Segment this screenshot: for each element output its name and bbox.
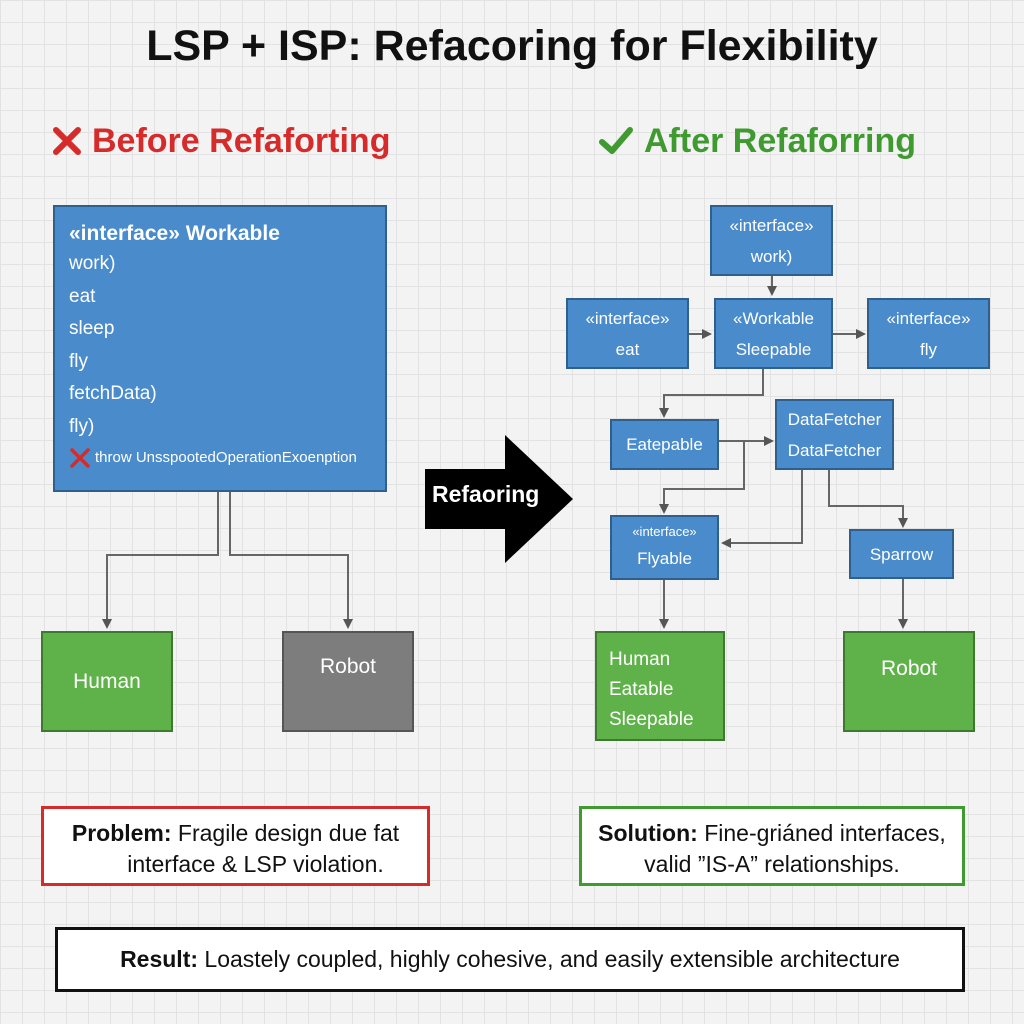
fat-workable-interface: «interface» Workable work) eat sleep fly…	[53, 205, 387, 492]
work-interface-box: «interface» work)	[710, 205, 833, 276]
datafetcher-to-flyable-side-connector	[721, 470, 803, 548]
fat-interface-title: «interface» Workable	[69, 222, 280, 245]
datafetcher-box: DataFetcher DataFetcher	[775, 399, 894, 470]
interface-name: eat	[615, 339, 640, 359]
stereotype-label: «interface»	[886, 308, 971, 328]
cross-icon	[70, 448, 90, 468]
class-name: Robot	[880, 657, 938, 680]
before-robot-box: Robot	[282, 631, 414, 732]
solution-text-2: valid ”IS-A” relationships.	[644, 851, 900, 877]
before-header-label: Before Refaforting	[92, 122, 391, 160]
method-item: fly)	[69, 415, 95, 437]
refactoring-arrow-icon	[425, 435, 573, 563]
page-title: LSP + ISP: Refacoring for Flexibility	[146, 22, 878, 70]
interface-name: Flyable	[637, 549, 692, 568]
after-robot-box: Robot	[843, 631, 975, 732]
robot-label: Robot	[319, 655, 377, 678]
problem-note: Problem: Fragile design due fat interfac…	[41, 806, 430, 886]
interface-name: «Workable	[733, 308, 814, 328]
solution-note: Solution: Fine-griáned interfaces, valid…	[579, 806, 965, 886]
after-header: After Refaforring	[598, 122, 916, 161]
workable-sleepable-box: «Workable Sleepable	[714, 298, 833, 369]
interface-name: Sleepable	[735, 339, 812, 359]
solution-label: Solution:	[598, 820, 698, 846]
stereotype-label: «interface»	[632, 524, 697, 539]
before-human-box: Human	[41, 631, 173, 732]
method-item: work)	[69, 253, 116, 274]
class-name: Human	[609, 649, 671, 670]
method-item: fly	[69, 350, 88, 372]
eat-interface-box: «interface» eat	[566, 298, 689, 369]
interface-name: DataFetcher	[787, 409, 882, 429]
problem-label: Problem:	[71, 820, 172, 846]
class-name: Sleepable	[609, 709, 694, 730]
result-text: Loastely coupled, highly cohesive, and e…	[198, 946, 900, 972]
exception-text: throw UnsspootedOperationExoenption	[95, 449, 357, 466]
problem-text: Fragile design due fat	[171, 820, 400, 846]
check-icon	[599, 127, 633, 154]
class-name: Eatable	[609, 679, 674, 700]
result-label: Result:	[120, 946, 199, 972]
datafetcher-to-flyable-connector	[659, 441, 745, 514]
method-item: fetchData)	[69, 383, 157, 404]
before-header: Before Refaforting	[52, 122, 390, 161]
interface-name: Eatepable	[626, 435, 703, 454]
refactoring-arrow-label: Refaoring	[432, 481, 540, 507]
flyable-interface-box: «interface» Flyable	[610, 515, 719, 580]
interface-name: DataFetcher	[787, 440, 882, 460]
after-header-label: After Refaforring	[644, 122, 917, 160]
human-label: Human	[73, 669, 141, 693]
after-human-box: Human Eatable Sleepable	[595, 631, 725, 741]
sparrow-box: Sparrow	[849, 529, 954, 579]
method-item: eat	[69, 285, 96, 307]
human-connector	[102, 492, 219, 629]
interface-name: work)	[750, 246, 793, 266]
result-banner: Result: Loastely coupled, highly cohesiv…	[55, 927, 965, 992]
cross-icon	[53, 127, 81, 155]
fly-interface-box: «interface» fly	[867, 298, 990, 369]
stereotype-label: «interface»	[585, 308, 670, 328]
solution-text: Fine-griáned interfaces,	[697, 820, 946, 846]
interface-name: fly	[920, 339, 937, 359]
robot-connector	[229, 492, 353, 629]
stereotype-label: «interface»	[729, 215, 814, 235]
workable-to-eatepable-connector	[659, 369, 764, 418]
exception-line: throw UnsspootedOperationExoenption	[69, 443, 371, 473]
datafetcher-to-sparrow-connector	[828, 470, 908, 528]
eatepable-box: Eatepable	[610, 419, 719, 470]
class-name: Sparrow	[869, 544, 934, 564]
method-item: sleep	[69, 318, 115, 339]
problem-text-2: interface & LSP violation.	[127, 851, 384, 877]
